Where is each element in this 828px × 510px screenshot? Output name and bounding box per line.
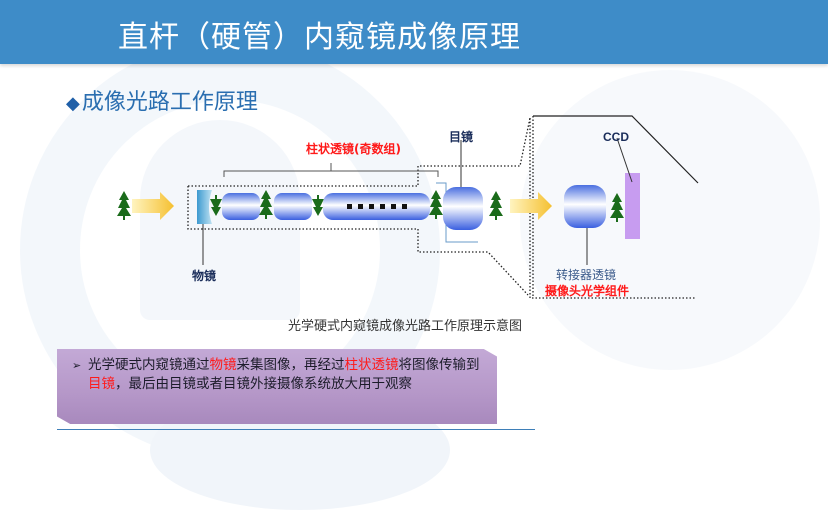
diagram-caption: 光学硬式内窥镜成像光路工作原理示意图 (288, 319, 523, 334)
eyepiece-label: 目镜 (449, 130, 474, 144)
summary-highlight-eyepiece: 目镜 (88, 376, 115, 392)
summary-segment: ，最后由目镜或者目镜外接摄像系统放大用于观察 (115, 376, 412, 392)
page-title: 直杆（硬管）内窥镜成像原理 (118, 20, 521, 55)
summary-segment: 采集图像，再经过 (236, 357, 345, 373)
virtual-image-tree-icon (489, 191, 503, 220)
object-tree-icon (117, 191, 131, 220)
rod-lens-2 (274, 193, 312, 220)
summary-highlight-objective: 物镜 (209, 357, 237, 373)
rod-lens-bracket (223, 163, 439, 177)
summary-highlight-rod-lens: 柱状透镜 (344, 357, 399, 373)
arrow-bullet-icon: ➢ (72, 359, 82, 372)
camera-optics-label: 摄像头光学组件 (545, 284, 630, 298)
ccd-leader-line (616, 137, 633, 183)
summary-body: 光学硬式内窥镜通过物镜采集图像，再经过柱状透镜将图像传输到目镜，最后由目镜或者目… (88, 356, 492, 394)
diamond-bullet-icon: ◆ (66, 93, 80, 114)
section-heading: ◆成像光路工作原理 (66, 84, 258, 116)
camera-box-outline (529, 118, 695, 299)
ccd-label: CCD (603, 130, 629, 144)
camera-box-top (533, 115, 699, 184)
light-arrow-icon (132, 192, 174, 220)
inverted-image-tree-icon (312, 195, 324, 216)
tube-outline-bottom (187, 186, 529, 296)
rod-lens-label: 柱状透镜(奇数组) (306, 142, 401, 156)
rod-lens-group (323, 193, 430, 220)
image-tree-icon (429, 190, 443, 219)
light-arrow-icon (510, 192, 552, 220)
rod-lens-1 (222, 193, 260, 220)
objective-lens (197, 190, 212, 224)
divider-line (57, 429, 535, 430)
inverted-image-tree-icon (210, 195, 222, 216)
summary-segment: 将图像传输到 (398, 357, 480, 373)
image-tree-icon (259, 190, 273, 219)
objective-label: 物镜 (192, 269, 217, 283)
endoscope-optical-path-diagram (117, 115, 699, 299)
adapter-lens (564, 185, 606, 228)
ccd-image-tree-icon (610, 193, 624, 222)
section-title: 成像光路工作原理 (81, 90, 258, 115)
ccd-sensor (625, 173, 640, 239)
eyepiece-lens (443, 187, 483, 230)
summary-callout-box (57, 349, 497, 424)
title-bar: 直杆（硬管）内窥镜成像原理 (0, 0, 828, 64)
summary-segment: 光学硬式内窥镜通过 (88, 357, 210, 373)
rod-lens-dots (347, 204, 407, 209)
adapter-lens-label: 转接器透镜 (556, 268, 617, 282)
background-watermark-figure (140, 120, 300, 320)
summary-text: ➢ 光学硬式内窥镜通过物镜采集图像，再经过柱状透镜将图像传输到目镜，最后由目镜或… (72, 356, 492, 394)
tube-outline-top (188, 117, 531, 187)
